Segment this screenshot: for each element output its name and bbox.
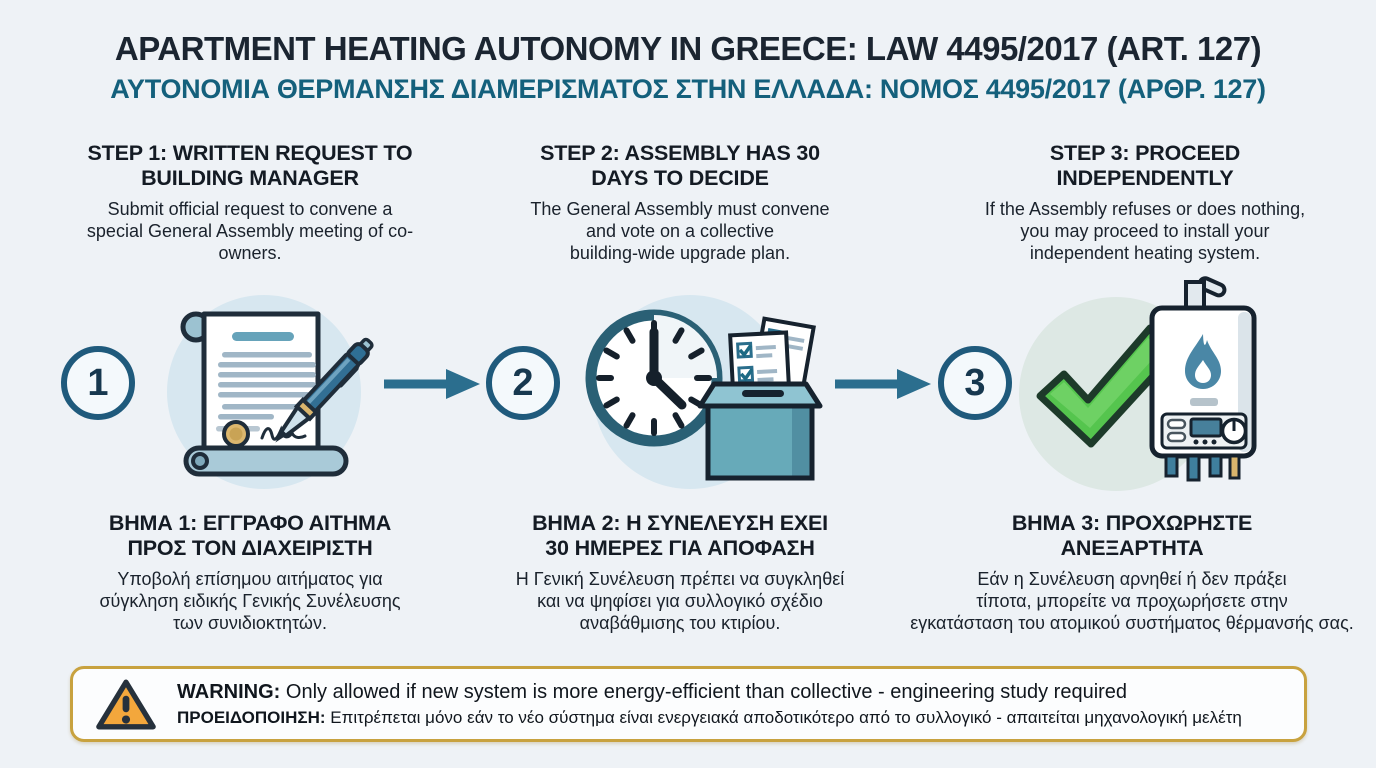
- boiler-icon: [1149, 276, 1257, 482]
- arrow-right-icon: [384, 369, 480, 399]
- warning-line-greek: ΠΡΟΕΙΔΟΠΟΙΗΣΗ: Επιτρέπεται μόνο εάν το ν…: [177, 707, 1242, 727]
- warning-banner: WARNING: Only allowed if new system is m…: [70, 666, 1307, 742]
- pen-icon: [275, 337, 374, 443]
- step1-number-badge: 1: [61, 346, 135, 420]
- step2-header-en: STEP 2: ASSEMBLY HAS 30 DAYS TO DECIDE T…: [472, 141, 888, 264]
- page-subtitle-greek: ΑΥΤΟΝΟΜΙΑ ΘΕΡΜΑΝΣΗΣ ΔΙΑΜΕΡΙΣΜΑΤΟΣ ΣΤΗΝ Ε…: [110, 74, 1266, 104]
- scroll-roll: [183, 445, 349, 477]
- ballot-box-icon: [697, 381, 823, 481]
- step1-title-en: STEP 1: WRITTEN REQUEST TO BUILDING MANA…: [87, 141, 413, 190]
- boiler-pipes: [1164, 454, 1241, 482]
- warning-triangle-icon: [96, 679, 156, 729]
- step2-title-el: ΒΗΜΑ 2: Η ΣΥΝΕΛΕΥΣΗ ΕΧΕΙ 30 ΗΜΕΡΕΣ ΓΙΑ Α…: [532, 511, 828, 560]
- control-panel: [1160, 412, 1248, 450]
- checkmark-boiler-illustration: [1019, 276, 1257, 491]
- step2-title-en: STEP 2: ASSEMBLY HAS 30 DAYS TO DECIDE: [540, 141, 820, 190]
- step3-block-greek: ΒΗΜΑ 3: ΠΡΟΧΩΡΗΣΤΕ ΑΝΕΞΑΡΤΗΤΑ Εάν η Συνέ…: [888, 511, 1376, 634]
- step3-header-en: STEP 3: PROCEED INDEPENDENTLY If the Ass…: [925, 141, 1365, 264]
- document-icon: [180, 311, 349, 477]
- page-title: APARTMENT HEATING AUTONOMY IN GREECE: LA…: [114, 30, 1262, 67]
- step3-number-badge: 3: [938, 346, 1012, 420]
- step2-number-badge: 2: [486, 346, 560, 420]
- step3-desc-el: Εάν η Συνέλευση αρνηθεί ή δεν πράξει τίπ…: [910, 569, 1354, 633]
- warning-line-en: WARNING: Only allowed if new system is m…: [177, 680, 1128, 703]
- step3-title-en: STEP 3: PROCEED INDEPENDENTLY: [1049, 141, 1241, 190]
- signed-document-illustration: [167, 295, 374, 489]
- step2-desc-en: The General Assembly must convene and vo…: [530, 199, 830, 263]
- step3-desc-en: If the Assembly refuses or does nothing,…: [984, 199, 1306, 263]
- step2-block-greek: ΒΗΜΑ 2: Η ΣΥΝΕΛΕΥΣΗ ΕΧΕΙ 30 ΗΜΕΡΕΣ ΓΙΑ Α…: [462, 511, 898, 634]
- step1-title-el: ΒΗΜΑ 1: ΕΓΓΡΑΦΟ ΑΙΤΗΜΑ ΠΡΟΣ ΤΟΝ ΔΙΑΧΕΙΡΙ…: [108, 511, 392, 560]
- step1-block-greek: ΒΗΜΑ 1: ΕΓΓΡΑΦΟ ΑΙΤΗΜΑ ΠΡΟΣ ΤΟΝ ΔΙΑΧΕΙΡΙ…: [40, 511, 460, 634]
- clock-ballot-illustration: [585, 295, 823, 489]
- flame-icon: [1185, 334, 1221, 389]
- warning-text: WARNING: Only allowed if new system is m…: [177, 681, 1242, 728]
- step2-desc-el: Η Γενική Συνέλευση πρέπει να συγκληθεί κ…: [515, 569, 845, 633]
- clock-icon: [585, 309, 723, 447]
- step1-desc-el: Υποβολή επίσημου αιτήματος για σύγκληση …: [99, 569, 401, 633]
- step1-header-en: STEP 1: WRITTEN REQUEST TO BUILDING MANA…: [40, 141, 460, 264]
- step3-title-el: ΒΗΜΑ 3: ΠΡΟΧΩΡΗΣΤΕ ΑΝΕΞΑΡΤΗΤΑ: [1011, 511, 1253, 560]
- step1-desc-en: Submit official request to convene a spe…: [86, 199, 414, 263]
- arrow-right-icon: [835, 369, 931, 399]
